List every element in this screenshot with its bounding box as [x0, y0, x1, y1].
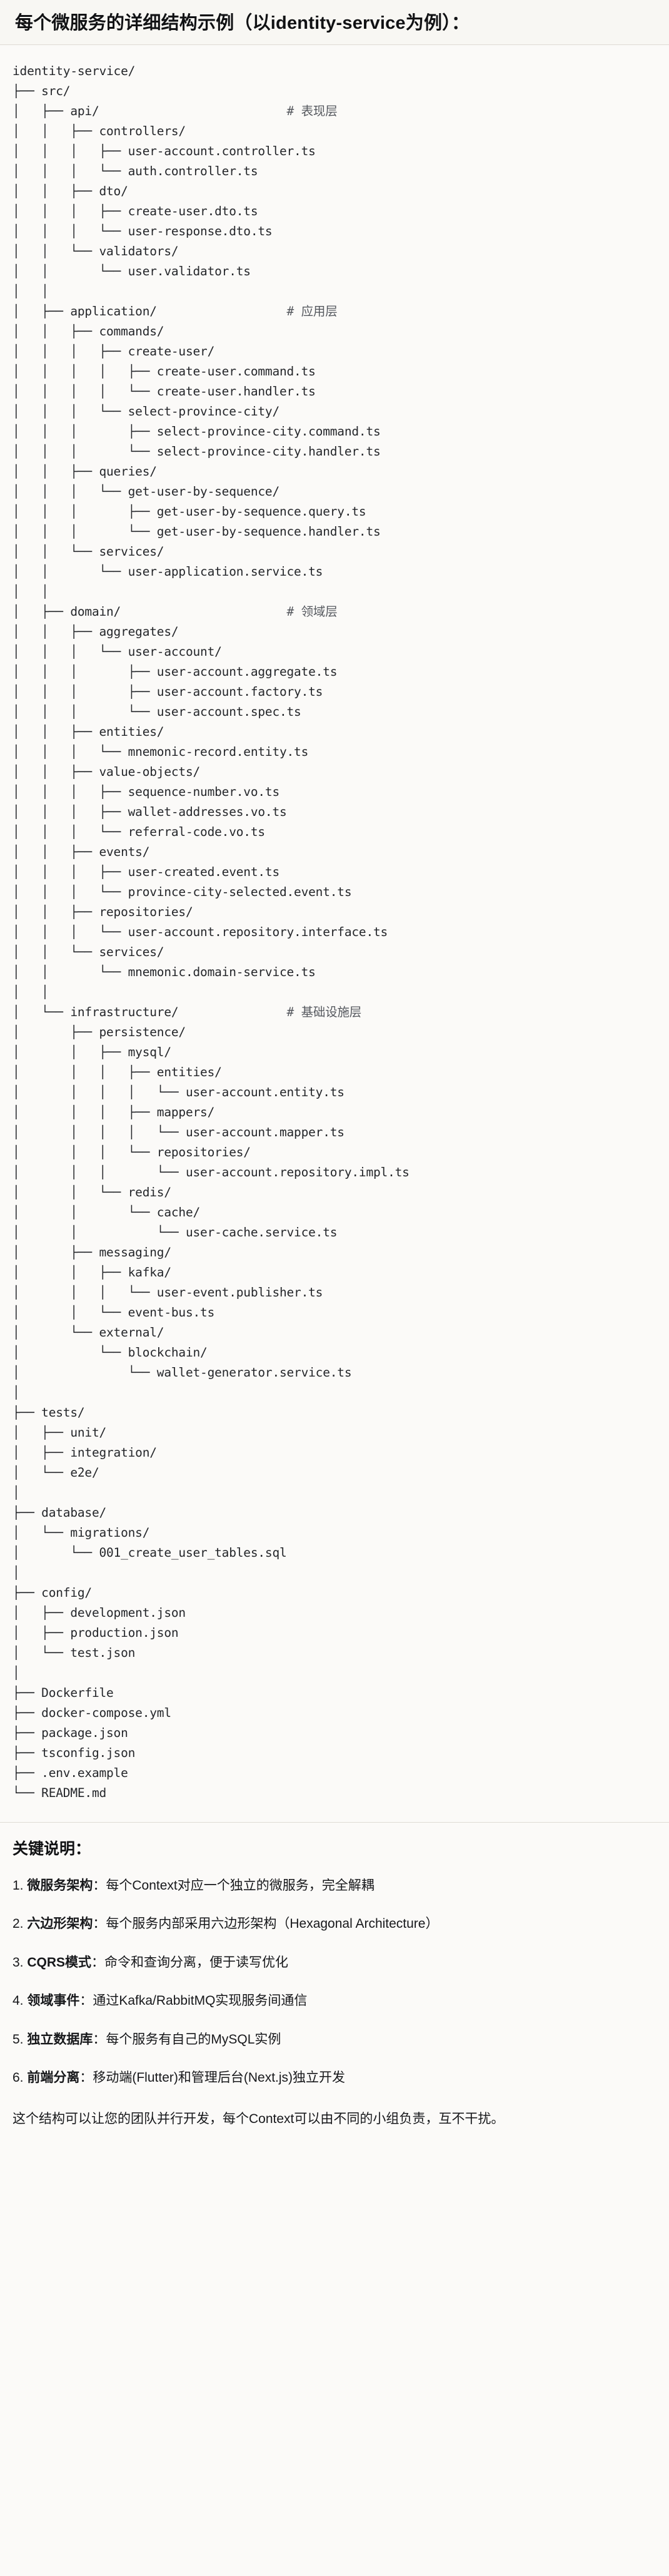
- closing-paragraph: 这个结构可以让您的团队并行开发，每个Context可以由不同的小组负责，互不干扰…: [13, 2111, 505, 2126]
- title-divider: [0, 44, 669, 46]
- document-page: 每个微服务的详细结构示例（以identity-service为例）： ident…: [0, 0, 669, 2146]
- note-description: ：每个服务内部采用六边形架构（Hexagonal Architecture）: [93, 1917, 439, 1932]
- note-item: 1. 微服务架构：每个Context对应一个独立的微服务，完全解耦: [13, 1876, 656, 1896]
- notes-divider: [0, 1822, 669, 1823]
- note-term: 六边形架构: [27, 1917, 93, 1932]
- note-term: 领域事件: [27, 1993, 80, 2008]
- note-item: 3. CQRS模式：命令和查询分离，便于读写优化: [13, 1953, 656, 1973]
- directory-tree: identity-service/ ├── src/ │ ├── api/ # …: [13, 64, 410, 1801]
- tree-layer-comment: # 领域层: [286, 604, 338, 619]
- page-title: 每个微服务的详细结构示例（以identity-service为例）：: [15, 13, 470, 33]
- note-item: 5. 独立数据库：每个服务有自己的MySQL实例: [13, 2030, 656, 2050]
- note-term: 独立数据库: [27, 2032, 93, 2047]
- tree-layer-comment: # 基础设施层: [286, 1005, 362, 1020]
- note-number: 3.: [13, 1955, 28, 1970]
- note-description: ：通过Kafka/RabbitMQ实现服务间通信: [79, 1993, 308, 2008]
- notes-list: 1. 微服务架构：每个Context对应一个独立的微服务，完全解耦 2. 六边形架…: [13, 1876, 656, 2088]
- note-number: 4.: [13, 1993, 28, 2008]
- tree-layer-comment: # 表现层: [286, 104, 338, 119]
- note-item: 2. 六边形架构：每个服务内部采用六边形架构（Hexagonal Archite…: [13, 1914, 656, 1934]
- note-description: ：移动端(Flutter)和管理后台(Next.js)独立开发: [79, 2070, 346, 2085]
- note-description: ：每个服务有自己的MySQL实例: [93, 2032, 281, 2047]
- note-number: 1.: [13, 1878, 28, 1893]
- title-section: 每个微服务的详细结构示例（以identity-service为例）：: [0, 0, 669, 45]
- note-number: 2.: [13, 1917, 28, 1932]
- note-term: 微服务架构: [27, 1878, 93, 1893]
- note-item: 6. 前端分离：移动端(Flutter)和管理后台(Next.js)独立开发: [13, 2068, 656, 2088]
- note-description: ：每个Context对应一个独立的微服务，完全解耦: [93, 1878, 375, 1893]
- notes-heading: 关键说明：: [13, 1840, 91, 1858]
- note-description: ：命令和查询分离，便于读写优化: [91, 1955, 289, 1970]
- note-term: 前端分离: [27, 2070, 80, 2085]
- tree-layer-comment: # 应用层: [286, 304, 338, 319]
- note-item: 4. 领域事件：通过Kafka/RabbitMQ实现服务间通信: [13, 1991, 656, 2011]
- directory-tree-block: identity-service/ ├── src/ │ ├── api/ # …: [0, 45, 669, 1823]
- note-term: CQRS模式: [27, 1955, 92, 1970]
- key-notes-section: 关键说明： 1. 微服务架构：每个Context对应一个独立的微服务，完全解耦 2…: [0, 1823, 669, 2146]
- note-number: 5.: [13, 2032, 28, 2047]
- note-number: 6.: [13, 2070, 28, 2085]
